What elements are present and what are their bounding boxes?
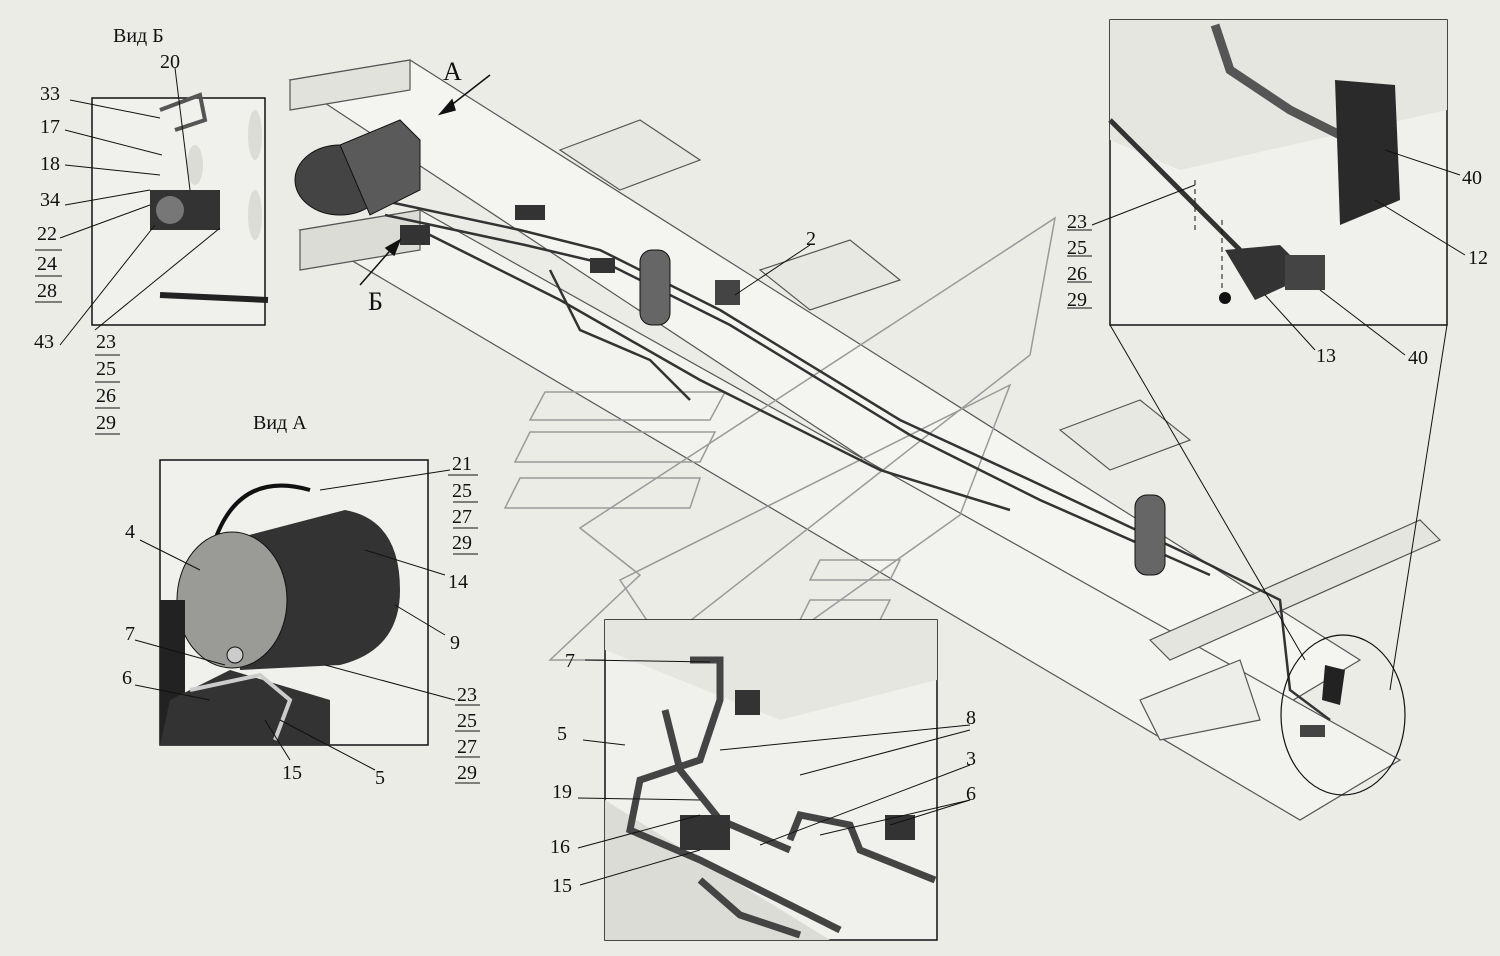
callout-tr-40b: 40 — [1408, 347, 1428, 369]
view-b-title: Вид Б — [113, 25, 164, 47]
callout-bot-15: 15 — [552, 875, 572, 897]
callout-a-27: 27 — [452, 506, 472, 528]
inset-bottom-leaders — [577, 659, 971, 886]
callout-bot-7: 7 — [565, 650, 575, 672]
bracket-part — [1322, 665, 1345, 705]
callout-a-21: 21 — [452, 453, 472, 475]
callout-a-15: 15 — [282, 762, 302, 784]
callout-a-14: 14 — [448, 571, 468, 593]
callout-a-29b: 29 — [457, 762, 477, 784]
callout-bot-5: 5 — [557, 723, 567, 745]
callout-bot-8: 8 — [966, 707, 976, 729]
main-receiver — [294, 119, 1166, 576]
inset-tr-leaders — [1067, 149, 1466, 691]
view-b-leaders — [35, 67, 221, 435]
callout-b-26: 26 — [96, 385, 116, 407]
callout-b-17: 17 — [40, 116, 60, 138]
inset-top-right — [1108, 19, 1448, 326]
callout-b-34: 34 — [40, 189, 60, 211]
callout-b-33: 33 — [40, 83, 60, 105]
callout-a-23: 23 — [457, 684, 477, 706]
callout-tr-40: 40 — [1462, 167, 1482, 189]
callout-b-18: 18 — [40, 153, 60, 175]
callout-b-24: 24 — [37, 253, 57, 275]
callout-a-4: 4 — [125, 521, 135, 543]
valve-part — [1300, 725, 1325, 737]
callout-a-5: 5 — [375, 767, 385, 789]
arrow-a-label: А — [443, 57, 462, 86]
view-arrows — [359, 74, 491, 286]
callout-tr-12: 12 — [1468, 247, 1488, 269]
callout-a-6: 6 — [122, 667, 132, 689]
callout-tr-13: 13 — [1316, 345, 1336, 367]
callout-main-2: 2 — [806, 228, 816, 250]
chassis-frame — [288, 59, 1442, 821]
callout-main-2-leader — [734, 244, 811, 296]
inset-view-b — [91, 92, 269, 326]
callout-bot-6: 6 — [966, 783, 976, 805]
callout-bot-16: 16 — [550, 836, 570, 858]
callout-b-29: 29 — [96, 412, 116, 434]
callout-bot-19: 19 — [552, 781, 572, 803]
pipeline — [379, 198, 1331, 721]
view-a-title: Вид А — [253, 412, 307, 434]
callout-b-22: 22 — [37, 223, 57, 245]
callout-tr-23: 23 — [1067, 211, 1087, 233]
callout-a-25b: 25 — [457, 710, 477, 732]
callout-tr-26: 26 — [1067, 263, 1087, 285]
callout-b-23: 23 — [96, 331, 116, 353]
callout-a-25: 25 — [452, 480, 472, 502]
callout-a-9: 9 — [450, 632, 460, 654]
callout-bot-3: 3 — [966, 748, 976, 770]
view-a-leaders — [134, 469, 480, 784]
inset-bottom — [604, 619, 938, 941]
callout-a-7: 7 — [125, 623, 135, 645]
callout-a-27b: 27 — [457, 736, 477, 758]
callout-tr-29: 29 — [1067, 289, 1087, 311]
arrow-b-label: Б — [368, 287, 383, 316]
inset-view-a — [159, 459, 429, 746]
callout-a-29: 29 — [452, 532, 472, 554]
callout-b-28: 28 — [37, 280, 57, 302]
callout-b-25: 25 — [96, 358, 116, 380]
callout-tr-25: 25 — [1067, 237, 1087, 259]
callout-b-20: 20 — [160, 51, 180, 73]
detail-circle — [1280, 634, 1406, 796]
callout-b-43: 43 — [34, 331, 54, 353]
